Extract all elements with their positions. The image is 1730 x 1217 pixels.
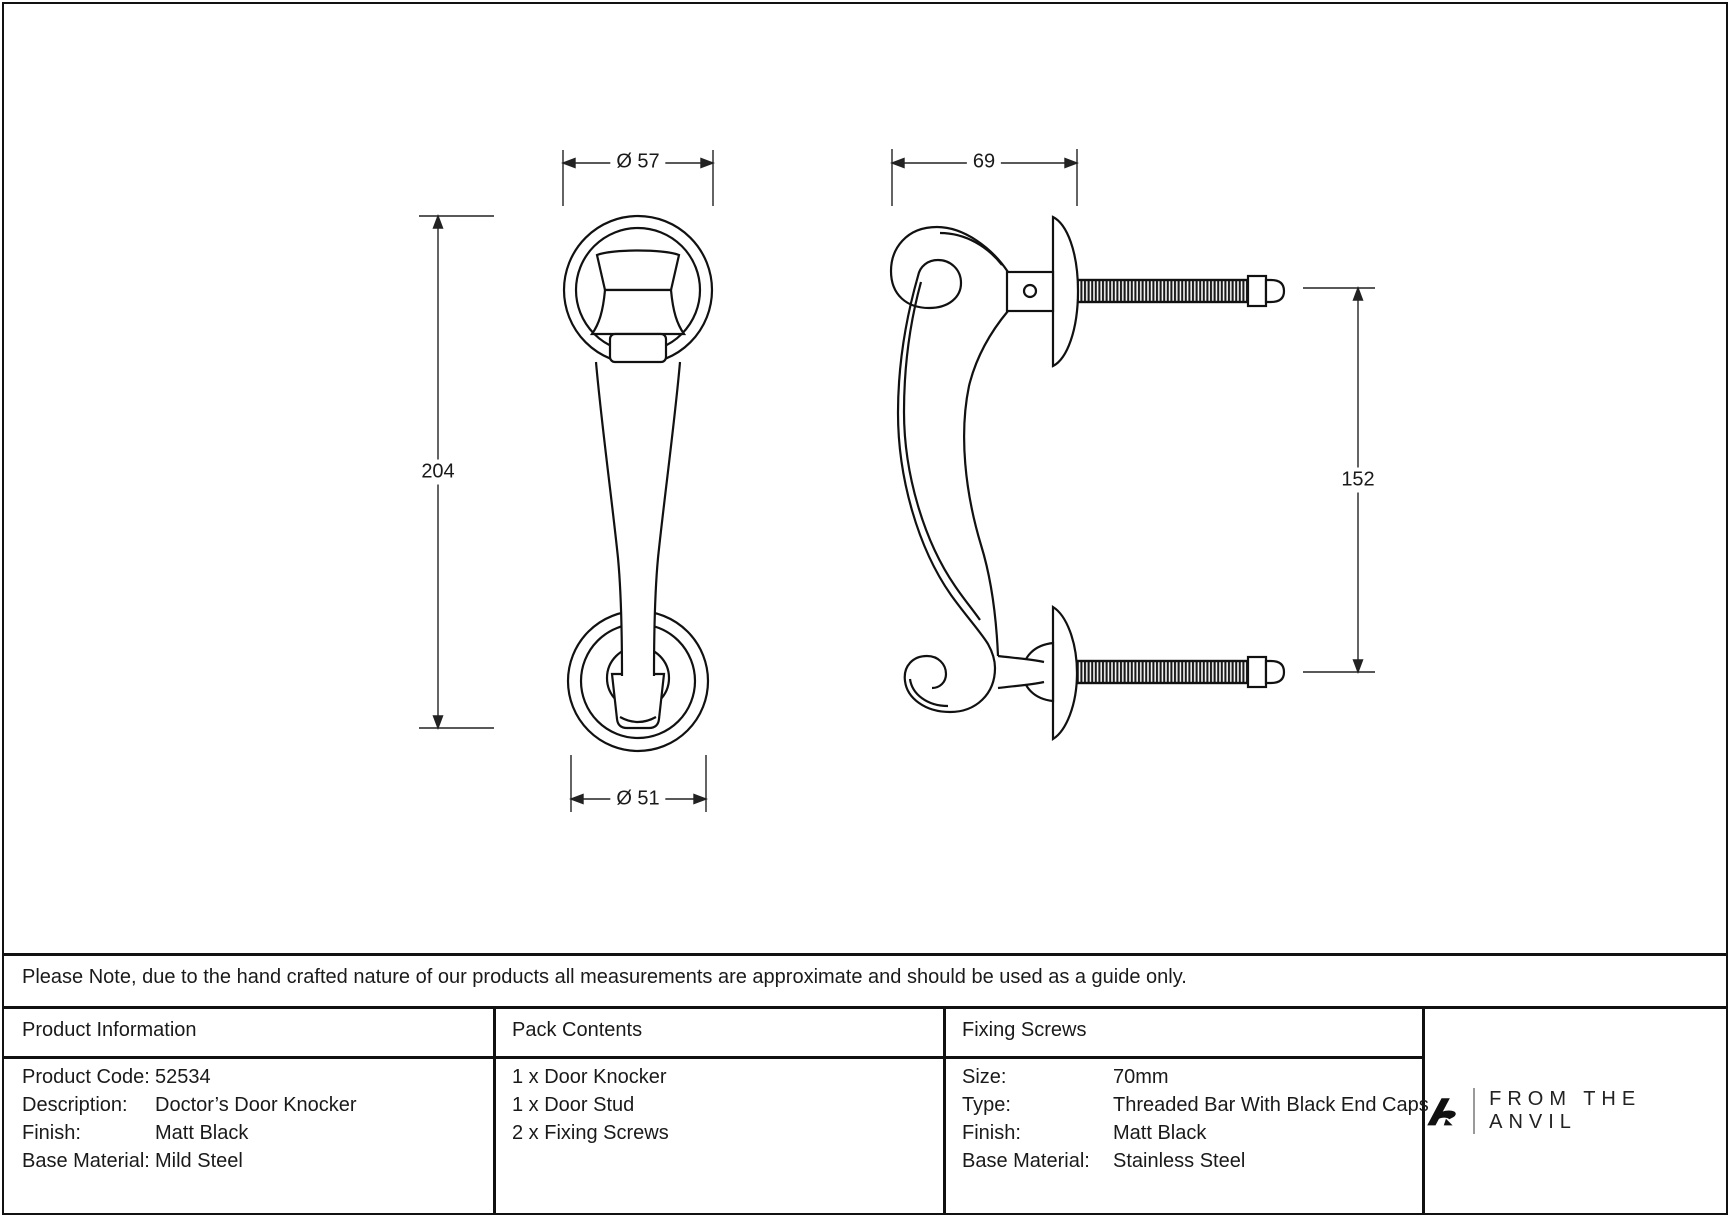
- screw-finish-label: Finish:: [962, 1122, 1021, 1144]
- measurement-note: Please Note, due to the hand crafted nat…: [22, 966, 1187, 988]
- pack-item: 2 x Fixing Screws: [512, 1122, 669, 1144]
- base-material-label: Base Material:: [22, 1150, 150, 1172]
- dim-label-bottom-diameter: Ø 51: [610, 786, 666, 812]
- table-column-divider-2: [943, 1006, 946, 1215]
- table-header-divider: [4, 1056, 1424, 1059]
- screw-size-value: 70mm: [1113, 1066, 1169, 1088]
- finish-value: Matt Black: [155, 1122, 249, 1144]
- finish-label: Finish:: [22, 1122, 81, 1144]
- screw-type-value: Threaded Bar With Black End Caps: [1113, 1094, 1429, 1116]
- table-column-divider-3: [1422, 1006, 1425, 1215]
- column-header-product-information: Product Information: [22, 1019, 197, 1041]
- dim-label-top-diameter: Ø 57: [610, 149, 666, 175]
- base-material-value: Mild Steel: [155, 1150, 243, 1172]
- side-view-drawing: [889, 215, 1286, 741]
- brand-cell: FROM THE ANVIL: [1425, 1009, 1727, 1213]
- lower-threaded-bar: [1070, 655, 1286, 689]
- column-header-pack-contents: Pack Contents: [512, 1019, 643, 1041]
- from-the-anvil-logo-icon: [1427, 1098, 1456, 1126]
- dim-label-fixing-centres: 152: [1335, 467, 1381, 493]
- screw-finish-value: Matt Black: [1113, 1122, 1207, 1144]
- product-code-value: 52534: [155, 1066, 211, 1088]
- logo-separator: [1473, 1088, 1476, 1134]
- dim-label-projection: 69: [966, 149, 1002, 175]
- pack-item: 1 x Door Stud: [512, 1094, 635, 1116]
- description-label: Description:: [22, 1094, 128, 1116]
- product-code-label: Product Code:: [22, 1066, 150, 1088]
- screw-base-material-value: Stainless Steel: [1113, 1150, 1246, 1172]
- upper-threaded-bar: [1070, 274, 1286, 308]
- brand-name: FROM THE ANVIL: [1489, 1088, 1642, 1133]
- screw-size-label: Size:: [962, 1066, 1007, 1088]
- front-view-drawing: [562, 214, 714, 753]
- technical-drawing: [419, 149, 1375, 812]
- description-value: Doctor’s Door Knocker: [155, 1094, 357, 1116]
- note-table-divider: [2, 1006, 1728, 1009]
- pack-item: 1 x Door Knocker: [512, 1066, 667, 1088]
- screw-base-material-label: Base Material:: [962, 1150, 1090, 1172]
- drawing-note-divider: [2, 953, 1728, 956]
- screw-type-label: Type:: [962, 1094, 1011, 1116]
- table-column-divider-1: [493, 1006, 496, 1215]
- dim-label-height: 204: [415, 459, 461, 485]
- column-header-fixing-screws: Fixing Screws: [962, 1019, 1087, 1041]
